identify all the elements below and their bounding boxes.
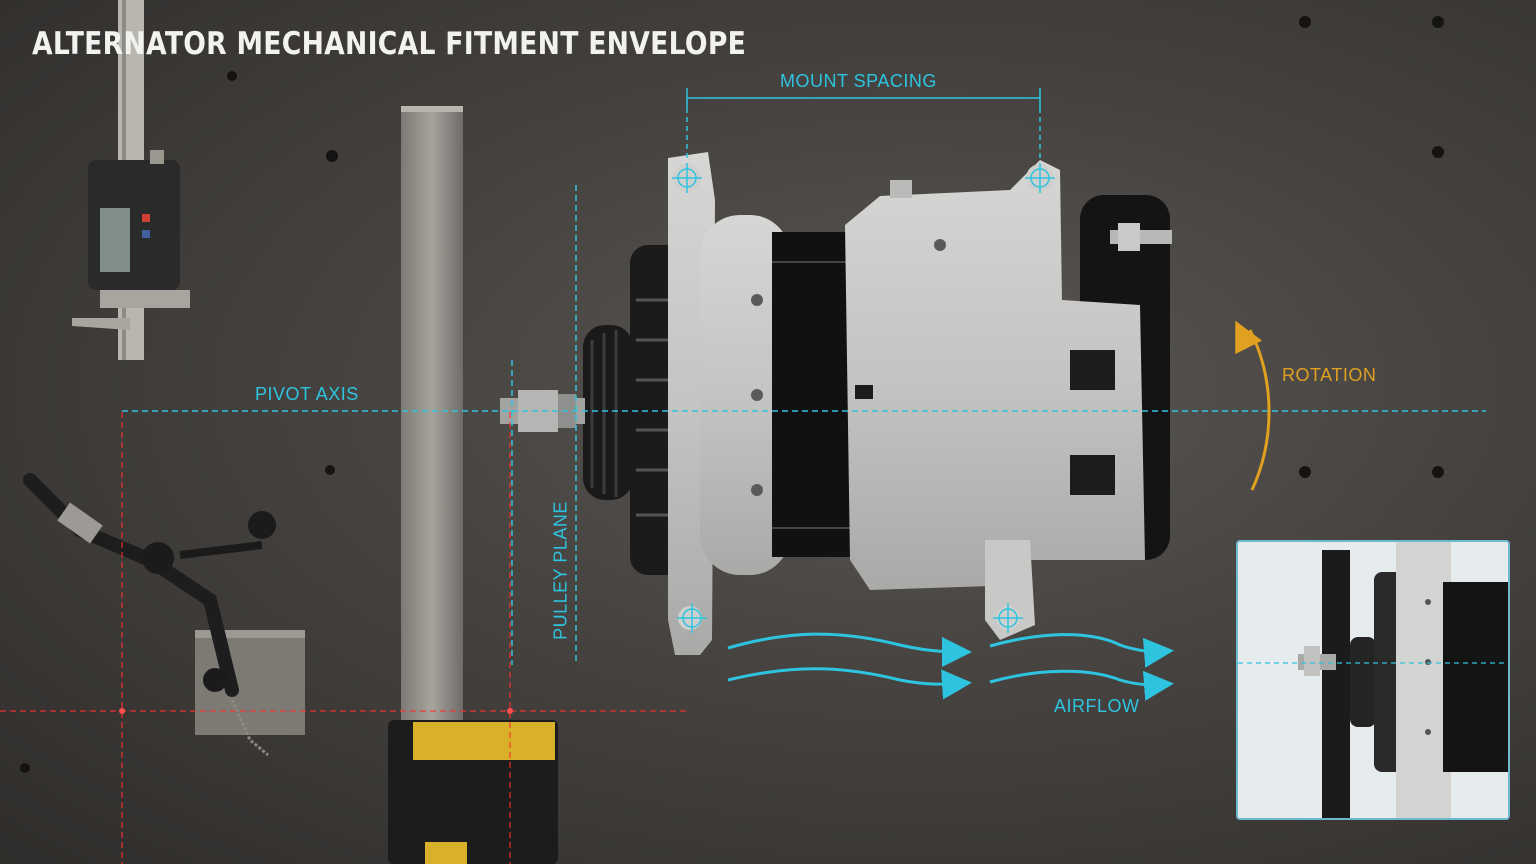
rotation-label: ROTATION xyxy=(1282,365,1377,385)
magnetic-indicator-stand xyxy=(23,473,305,757)
pivot-axis-label: PIVOT AXIS xyxy=(255,384,359,404)
alternator xyxy=(500,152,1172,655)
page-title: ALTERNATOR MECHANICAL FITMENT ENVELOPE xyxy=(32,26,747,62)
rotation-arrow xyxy=(1235,320,1271,491)
mount-crosshairs xyxy=(672,163,1055,633)
bench-holes xyxy=(20,16,1444,773)
laser-alignment-lines xyxy=(0,412,690,864)
laser-dot xyxy=(507,708,513,714)
mount-spacing-label: MOUNT SPACING xyxy=(780,71,937,91)
laser-dot xyxy=(119,708,125,714)
pulley-plane-label: PULLEY PLANE xyxy=(550,501,571,640)
pulley-plane-lines xyxy=(511,185,577,665)
digital-caliper xyxy=(72,0,190,360)
black-enclosure xyxy=(388,720,558,864)
airflow-arrows xyxy=(727,632,1174,701)
airflow-label: AIRFLOW xyxy=(1054,696,1140,716)
side-view-image xyxy=(1238,542,1508,818)
mount-spacing-dimension xyxy=(686,88,1041,160)
side-view-inset xyxy=(1236,540,1510,820)
